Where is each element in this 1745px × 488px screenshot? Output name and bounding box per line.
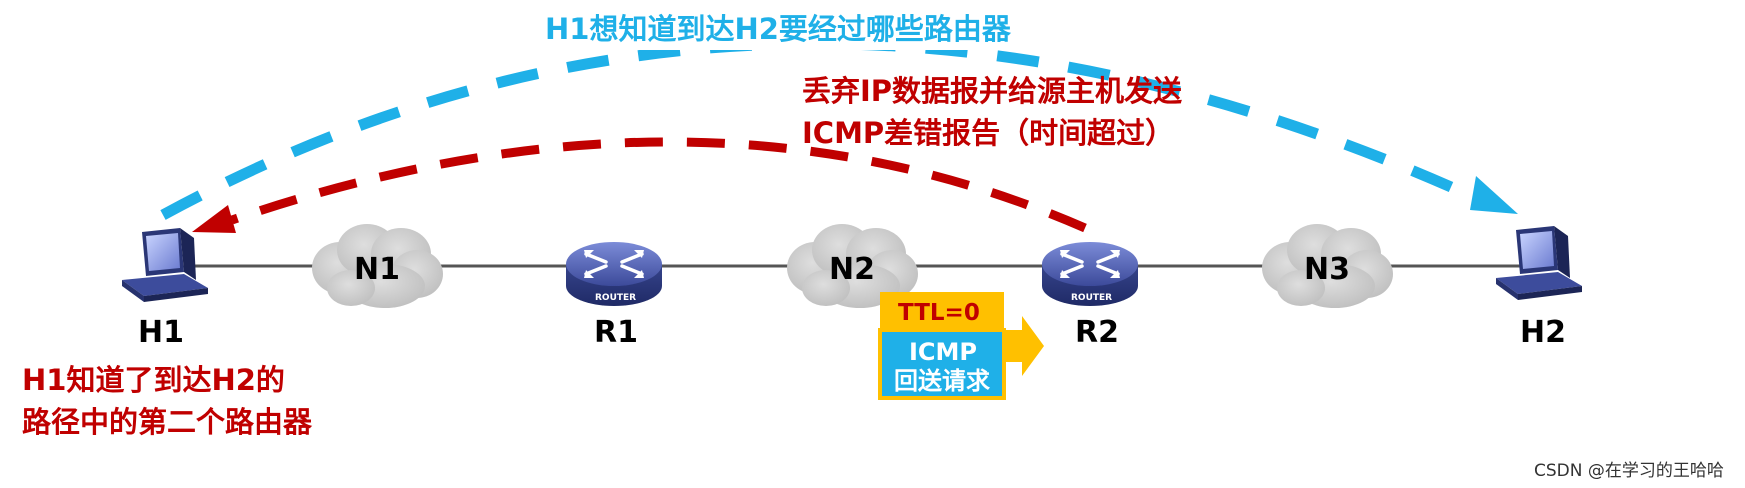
router-r1-label: R1	[594, 315, 638, 350]
red-reply-text-line2: ICMP差错报告（时间超过）	[802, 116, 1174, 150]
network-n2-label: N2	[829, 252, 875, 287]
router-r2-icon: ROUTER	[1042, 242, 1138, 306]
packet-arrow	[996, 316, 1044, 376]
router-r2-label: R2	[1075, 315, 1119, 350]
csdn-watermark: CSDN @在学习的王哈哈	[1534, 461, 1724, 481]
icmp-text-line1: ICMP	[909, 338, 977, 366]
red-reply-text-line1: 丢弃IP数据报并给源主机发送	[802, 74, 1182, 108]
ttl-text: TTL=0	[898, 300, 980, 326]
router-r2-badge: ROUTER	[1071, 293, 1112, 303]
host-h1-label: H1	[138, 315, 184, 350]
ttl-box	[880, 292, 1004, 330]
network-n1-label: N1	[354, 252, 400, 287]
conclusion-text-line2: 路径中的第二个路由器	[22, 405, 313, 439]
network-n2-cloud	[787, 224, 918, 308]
host-h1-icon	[122, 228, 208, 302]
icmp-box	[878, 328, 1006, 400]
host-h2-icon	[1496, 226, 1582, 300]
icmp-packet: TTL=0 ICMP 回送请求	[878, 292, 1044, 400]
icmp-text-line2: 回送请求	[894, 367, 990, 395]
router-r1-icon: ROUTER	[566, 242, 662, 306]
network-n1-cloud	[312, 224, 443, 308]
host-h2-label: H2	[1520, 315, 1566, 350]
blue-text-bg	[536, 8, 1056, 50]
network-n3-label: N3	[1304, 252, 1350, 287]
router-r1-badge: ROUTER	[595, 293, 636, 303]
red-dashed-arrow	[192, 137, 1087, 233]
blue-question-text: H1想知道到达H2要经过哪些路由器	[545, 12, 1012, 46]
conclusion-text-line1: H1知道了到达H2的	[22, 363, 285, 397]
network-n3-cloud	[1262, 224, 1393, 308]
